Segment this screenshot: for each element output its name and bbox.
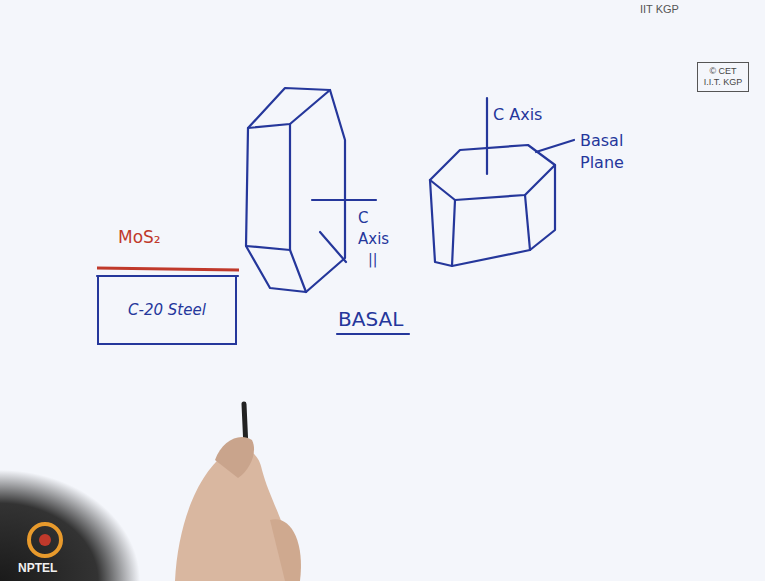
parallel-mark: ||	[368, 250, 377, 270]
underline	[337, 333, 409, 335]
prism-edge	[246, 246, 306, 292]
leader-line	[320, 232, 346, 262]
axis-label: C Axis	[358, 208, 398, 250]
prism-top	[430, 145, 555, 200]
hand	[175, 404, 301, 581]
prism-edge	[452, 200, 455, 266]
prism-edge	[248, 90, 330, 128]
coating-label: MoS₂	[118, 226, 161, 250]
substrate-box: C-20 Steel	[97, 277, 237, 345]
leader-line	[536, 140, 574, 152]
c-axis-line	[486, 98, 488, 174]
header-mark: IIT KGP	[640, 2, 679, 17]
axis-label: C Axis	[493, 104, 542, 126]
node-text: © CET I.I.T. KGP	[702, 66, 744, 88]
basal-heading: BASAL	[338, 305, 403, 333]
prism-outline	[246, 88, 345, 292]
logo-text: NPTEL	[18, 560, 57, 577]
logo-core	[39, 534, 51, 546]
mos2-coating	[97, 268, 239, 270]
prism-edge	[289, 124, 291, 250]
logo-ground	[0, 470, 140, 581]
axis-line	[312, 199, 376, 201]
prism-body	[430, 165, 555, 266]
prism-edge	[525, 195, 530, 250]
logo-ring	[29, 524, 61, 556]
node-text: C-20 Steel	[128, 301, 206, 319]
copyright-stamp: © CET I.I.T. KGP	[697, 62, 749, 92]
plane-label: Basal Plane	[580, 130, 644, 175]
